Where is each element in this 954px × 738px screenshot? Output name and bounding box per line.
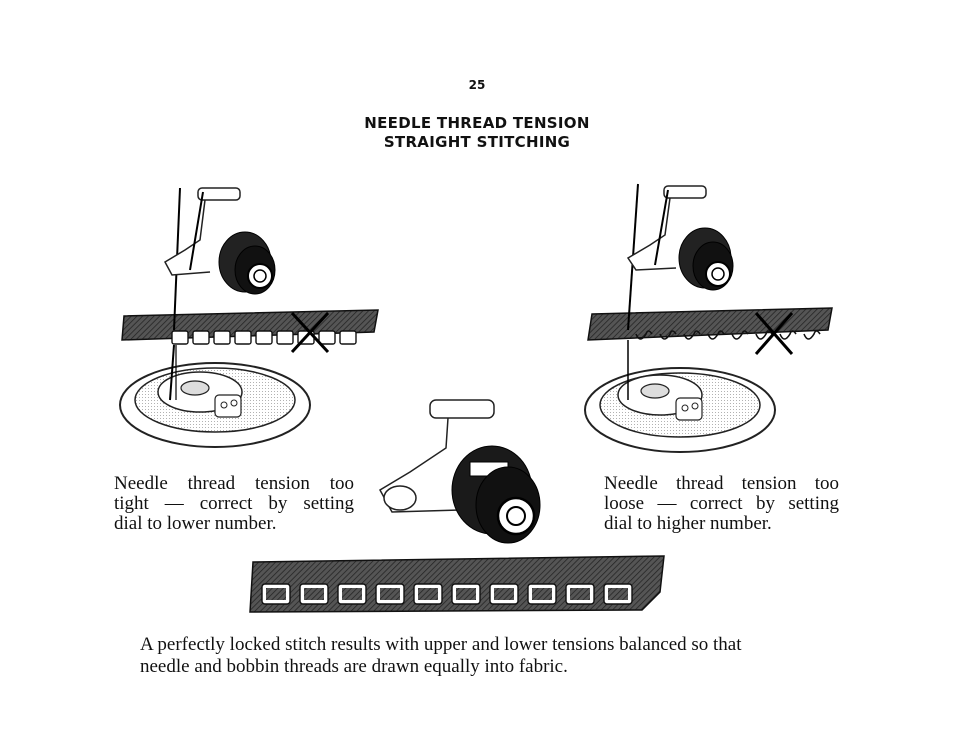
page-title: NEEDLE THREAD TENSION STRAIGHT STITCHING [0, 114, 954, 152]
title-line-2: STRAIGHT STITCHING [383, 133, 571, 151]
title-line-1: NEEDLE THREAD TENSION [364, 114, 590, 132]
caption-tension-too-tight: Needle thread tension too tight — correc… [114, 474, 354, 534]
tension-too-loose-icon [584, 183, 833, 453]
caption-right-line-3: dial to higher number. [604, 513, 772, 534]
caption-left-line-2: tight — correct by setting [114, 493, 354, 514]
caption-left-line-1: Needle thread tension too [114, 473, 354, 494]
page-number: 25 [468, 78, 486, 92]
summary-line-1: A perfectly locked stitch results with u… [140, 634, 742, 655]
caption-right-line-1: Needle thread tension too [604, 473, 839, 494]
caption-tension-too-loose: Needle thread tension too loose — correc… [604, 474, 839, 534]
caption-right-line-2: loose — correct by setting [604, 493, 839, 514]
summary-line-2: needle and bobbin threads are drawn equa… [140, 656, 568, 677]
caption-left-line-3: dial to lower number. [114, 513, 277, 534]
summary-text: A perfectly locked stitch results with u… [140, 634, 830, 678]
tension-too-tight-icon [119, 187, 379, 448]
balanced-tension-icon [249, 399, 665, 613]
